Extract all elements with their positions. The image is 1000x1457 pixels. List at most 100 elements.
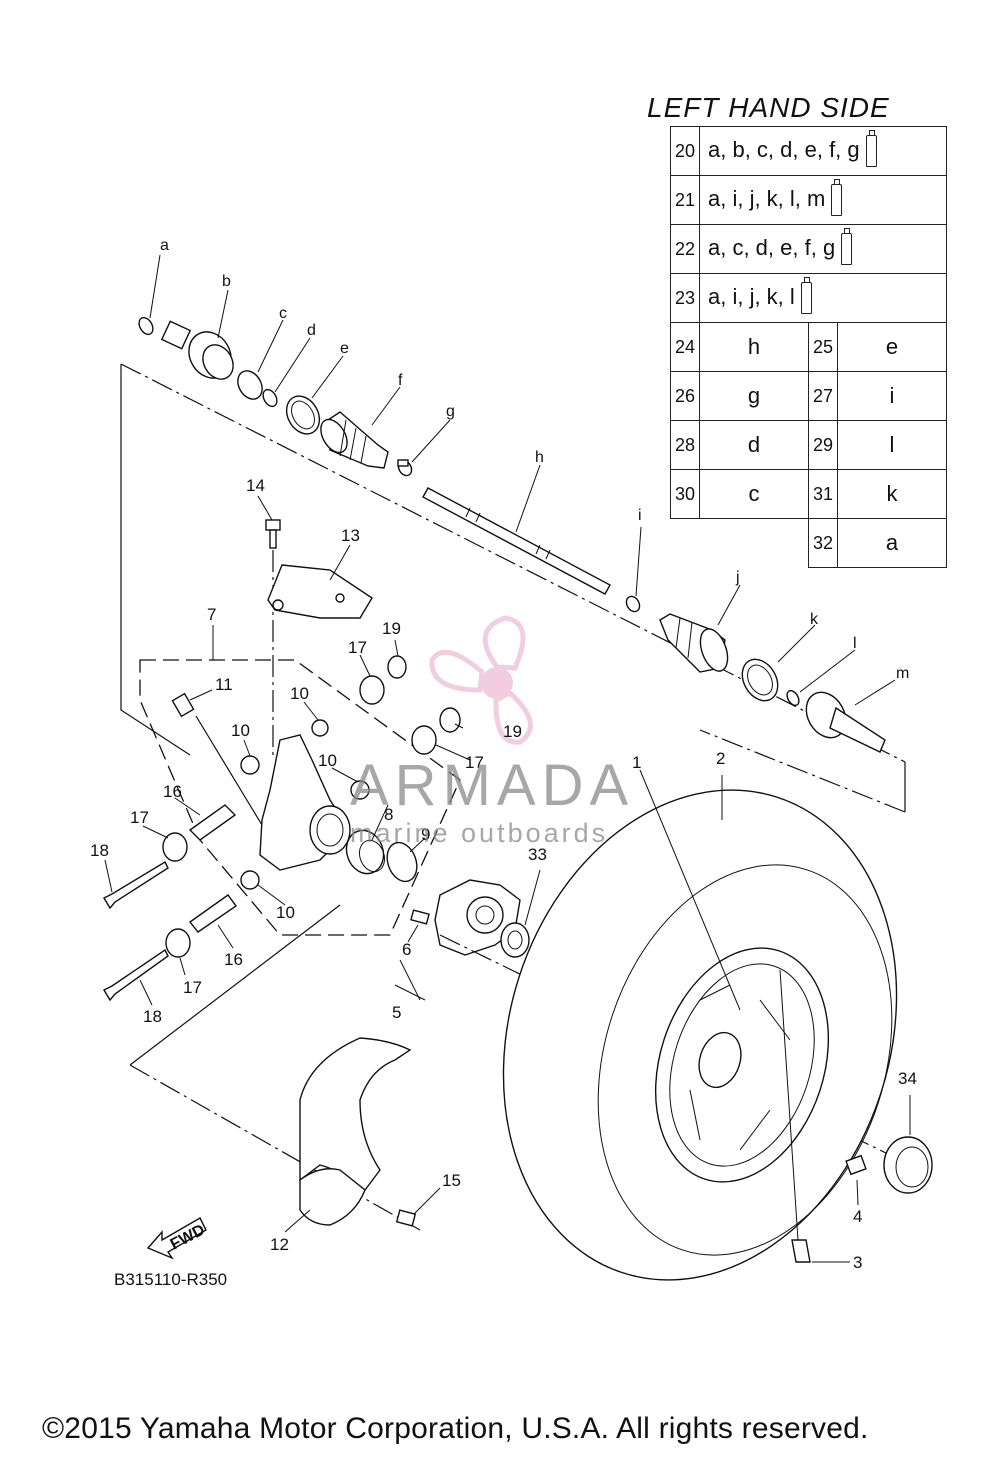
legend-value: a, i, j, k, l (699, 273, 947, 323)
legend-num: 28 (670, 420, 700, 470)
legend-num: 20 (670, 126, 700, 176)
label-17c: 17 (130, 808, 149, 827)
label-10c: 10 (318, 751, 337, 770)
label-6: 6 (402, 940, 411, 959)
legend-row: 28 d 29 l (670, 420, 947, 470)
label-8: 8 (384, 805, 393, 824)
label-15: 15 (442, 1171, 461, 1190)
label-17b: 17 (465, 753, 484, 772)
legend-row: 24 h 25 e (670, 322, 947, 372)
bolt-14 (265, 519, 281, 549)
label-12: 12 (270, 1235, 289, 1254)
legend-row: 21 a, i, j, k, l, m (670, 175, 947, 225)
label-j: j (735, 569, 740, 586)
label-16a: 16 (163, 782, 182, 801)
nut-4 (845, 1154, 867, 1176)
cv-joint-outer-b (160, 320, 234, 380)
label-10d: 10 (276, 903, 295, 922)
label-1: 1 (632, 753, 641, 772)
legend-value: d (699, 420, 809, 470)
knuckle-assembly-outline (139, 659, 461, 936)
legend-value: g (699, 371, 809, 421)
legend-num: 21 (670, 175, 700, 225)
legend-value: e (837, 322, 947, 372)
hub-5 (434, 879, 521, 956)
collars-10 (240, 719, 370, 890)
cv-joint-inner-m (805, 691, 886, 753)
grease-nipple-11 (171, 692, 266, 831)
legend-value: a (837, 518, 947, 568)
legend-row: 22 a, c, d, e, f, g (670, 224, 947, 274)
label-11: 11 (215, 675, 233, 694)
label-5: 5 (392, 1003, 401, 1022)
bushings-17 (162, 675, 437, 958)
knuckle-8 (259, 734, 351, 871)
diagram-code: B315110-R350 (114, 1270, 228, 1289)
watermark-propeller-icon (429, 615, 533, 745)
legend-num: 29 (808, 420, 838, 470)
label-9: 9 (421, 825, 430, 844)
shaft-h (422, 487, 611, 595)
legend-num: 22 (670, 224, 700, 274)
watermark-brand: ARMADA (350, 753, 635, 818)
ring-c (237, 370, 263, 400)
circlip-9 (386, 841, 418, 883)
rim-1 (654, 947, 830, 1183)
label-10b: 10 (231, 721, 250, 740)
legend-value: h (699, 322, 809, 372)
copyright-notice: ©2015 Yamaha Motor Corporation, U.S.A. A… (42, 1412, 869, 1445)
label-19a: 19 (382, 619, 401, 638)
legend-value: k (837, 469, 947, 519)
legend-num: 26 (670, 371, 700, 421)
legend-value: a, c, d, e, f, g (699, 224, 947, 274)
label-b: b (222, 273, 231, 290)
label-i: i (638, 507, 642, 524)
label-l: l (853, 635, 857, 652)
label-34: 34 (898, 1069, 917, 1088)
bearing-8b (345, 829, 386, 875)
sleeves-16 (188, 804, 237, 933)
grease-tube-icon (800, 277, 812, 314)
legend-num: 25 (808, 322, 838, 372)
bolts-18 (103, 861, 169, 1002)
legend-row: 30 c 31 k (670, 469, 947, 519)
band-g (397, 459, 413, 477)
legend-num: 27 (808, 371, 838, 421)
legend-row: 26 g 27 i (670, 371, 947, 421)
driveshaft-outline (120, 363, 906, 813)
band-i (625, 595, 641, 613)
boot-j (659, 613, 729, 673)
label-18b: 18 (143, 1007, 162, 1026)
legend-row: 23 a, i, j, k, l (670, 273, 947, 323)
label-3: 3 (853, 1253, 862, 1272)
ring-l (786, 689, 800, 707)
label-d: d (307, 322, 316, 339)
watermark-subtitle: marine outboards (350, 818, 609, 848)
legend-num: 30 (670, 469, 700, 519)
label-h: h (535, 449, 544, 466)
label-13: 13 (341, 526, 360, 545)
boot-f (320, 411, 389, 469)
label-14: 14 (246, 476, 265, 495)
legend-empty (699, 518, 809, 568)
label-10a: 10 (290, 684, 309, 703)
brake-disc-outline (129, 904, 421, 1231)
label-e: e (340, 340, 349, 357)
legend-value: i (837, 371, 947, 421)
label-2: 2 (716, 749, 725, 768)
grease-tube-icon (831, 179, 843, 216)
seals-19 (387, 655, 461, 733)
cap-34 (883, 1136, 933, 1194)
label-f: f (398, 372, 403, 389)
valve-3 (791, 1239, 811, 1263)
bolt-15 (395, 1209, 417, 1227)
label-c: c (279, 305, 287, 322)
grease-tube-icon (865, 130, 877, 167)
label-k: k (810, 611, 819, 628)
label-19b: 19 (503, 722, 522, 741)
label-7: 7 (207, 605, 216, 624)
legend-num: 24 (670, 322, 700, 372)
label-m: m (896, 665, 909, 682)
brake-disc-12 (299, 1037, 412, 1226)
bracket-13 (267, 564, 373, 619)
